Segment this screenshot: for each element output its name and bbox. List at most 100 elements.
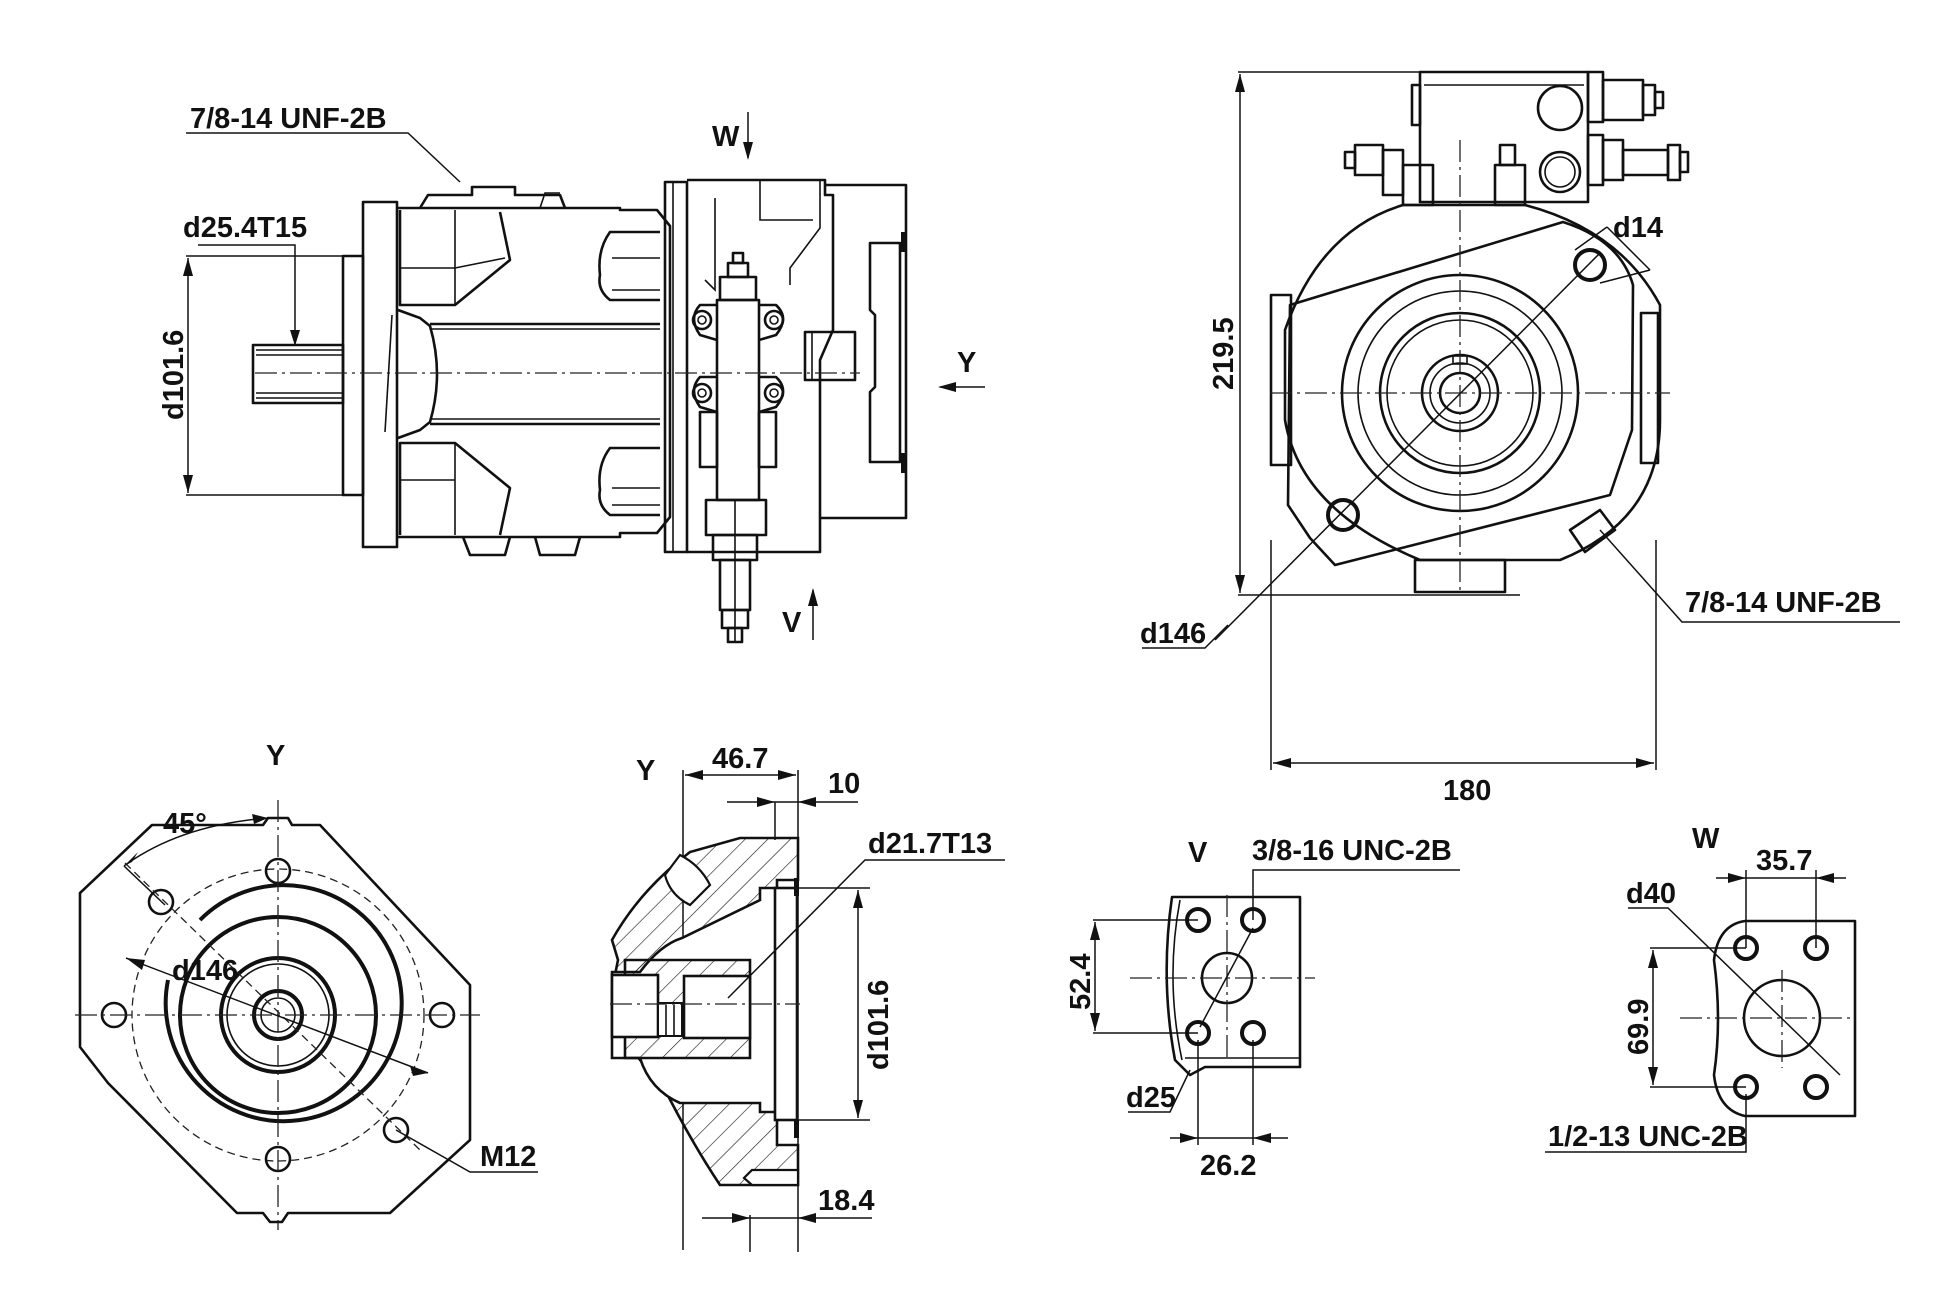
- solenoid-nut: [1586, 133, 1605, 187]
- lower-piston: [598, 446, 660, 517]
- shaft-spline-leader: [198, 244, 296, 344]
- bolt-center: [697, 388, 707, 398]
- shaft-end: [610, 973, 660, 1039]
- section-view-title: Y: [636, 755, 655, 787]
- flange-thickness-label: 18.4: [818, 1185, 874, 1217]
- arrow-up-icon: [808, 588, 818, 606]
- solenoid: [1601, 78, 1645, 122]
- extension-line: [1574, 226, 1608, 251]
- d14-dim-line: [1606, 226, 1651, 271]
- bolt-hole-icon: [1326, 498, 1360, 532]
- bottom-port-boss: [461, 536, 582, 557]
- pilot-diameter-label: d101.6: [158, 330, 190, 420]
- arrow-icon: [798, 1213, 816, 1223]
- valve-side-block: [757, 410, 778, 469]
- pilot-boss: [341, 254, 365, 497]
- flange-bolt-circle-label: d146: [172, 955, 238, 987]
- upper-piston: [598, 230, 660, 302]
- height-label: 219.5: [1208, 317, 1240, 390]
- extension-line: [1599, 269, 1651, 284]
- solenoid-pin: [1653, 90, 1665, 110]
- arrow-icon: [853, 1100, 863, 1118]
- arrow-icon: [732, 1213, 750, 1223]
- port-v-thread-label: 3/8-16 UNC-2B: [1252, 835, 1452, 867]
- side-port-fitting: [1568, 508, 1617, 554]
- view-marker-w: W: [712, 121, 740, 153]
- bolt-thread-hole: [742, 1168, 800, 1187]
- side-port-thread-label: 7/8-14 UNF-2B: [190, 103, 387, 135]
- swash-plate-curve: [397, 308, 439, 440]
- outer-groove: [163, 883, 404, 1124]
- housing-contour: [789, 180, 821, 285]
- side-port-leader: [186, 132, 461, 183]
- top-port-boss: [418, 185, 567, 209]
- seal-mark: [794, 878, 799, 896]
- valve-port-circle: [1538, 150, 1582, 194]
- bolt-circle-label: d146: [1140, 618, 1206, 650]
- port-v-title: V: [1188, 837, 1208, 869]
- section-bore: [663, 853, 712, 907]
- bolt-hole-icon: [147, 888, 175, 916]
- d146-leader: [1142, 624, 1229, 649]
- spline-leader: [727, 859, 1005, 999]
- solenoid-body: [1601, 138, 1625, 182]
- arrow-icon: [1636, 758, 1654, 768]
- shaft-spline-label: d25.4T15: [183, 212, 307, 244]
- thread-label: M12: [480, 1141, 536, 1173]
- rear-shaft-stub: [803, 330, 857, 382]
- side-view: 7/8-14 UNF-2B d25.4T15 d101.6: [158, 103, 985, 644]
- bolt-hole-icon: [1573, 248, 1607, 282]
- arrow-icon: [798, 797, 816, 807]
- w-thread-label: 1/2-13 UNC-2B: [1548, 1121, 1748, 1153]
- housing-front: [398, 206, 672, 539]
- housing-contour: [704, 198, 716, 292]
- arrow-icon: [410, 1066, 428, 1076]
- arrow-icon: [183, 258, 193, 276]
- arrow-icon: [1816, 873, 1834, 883]
- port-inner: [1544, 156, 1576, 188]
- valve-side-block: [698, 410, 719, 469]
- view-marker-y: Y: [957, 347, 976, 379]
- rear-housing: [687, 178, 835, 554]
- arrow-icon: [1273, 758, 1291, 768]
- port-w-plate: [1712, 919, 1857, 1118]
- horizontal-spacing-label: 26.2: [1200, 1150, 1256, 1182]
- depth-label: 46.7: [712, 743, 768, 775]
- arrow-icon: [1728, 873, 1746, 883]
- solenoid-nut: [1586, 70, 1605, 124]
- port-diameter-line: [1199, 927, 1254, 1028]
- seal-mark: [794, 1120, 799, 1138]
- solenoid: [1621, 148, 1670, 177]
- arrow-icon: [1235, 575, 1245, 593]
- bolt-center: [769, 388, 779, 398]
- left-fitting-pin: [1343, 150, 1357, 170]
- d40-leader: [1628, 907, 1841, 1076]
- block-edge: [1172, 899, 1183, 1061]
- arrow-icon: [290, 330, 300, 346]
- bolt-center: [697, 315, 707, 325]
- end-port-thread-label: 7/8-14 UNF-2B: [1685, 587, 1882, 619]
- extension-line: [123, 865, 166, 906]
- block-lug: [1410, 83, 1422, 127]
- stem-cap: [1498, 143, 1517, 167]
- solenoid-cap: [1666, 143, 1682, 182]
- valve-bolt-icon: [763, 309, 785, 331]
- compensator-valve: [715, 298, 761, 502]
- solenoid-cap: [1641, 83, 1657, 117]
- arrow-icon: [1090, 922, 1100, 940]
- arrow-icon: [685, 770, 703, 780]
- port-w-title: W: [1692, 823, 1720, 855]
- valve-top-cap: [731, 251, 745, 265]
- angle-label: 45°: [163, 808, 207, 840]
- w-vertical-spacing-label: 69.9: [1623, 999, 1655, 1055]
- mounting-flange: [361, 200, 399, 549]
- arrow-icon: [1235, 74, 1245, 92]
- arrow-icon: [1648, 950, 1658, 968]
- arrow-icon: [1253, 1133, 1271, 1143]
- arrow-down-icon: [743, 142, 753, 160]
- offset-label: 10: [828, 768, 860, 800]
- angle-arc: [123, 817, 269, 867]
- chamber-line: [454, 257, 506, 269]
- vertical-spacing-label: 52.4: [1065, 954, 1097, 1010]
- m12-leader: [395, 1129, 538, 1173]
